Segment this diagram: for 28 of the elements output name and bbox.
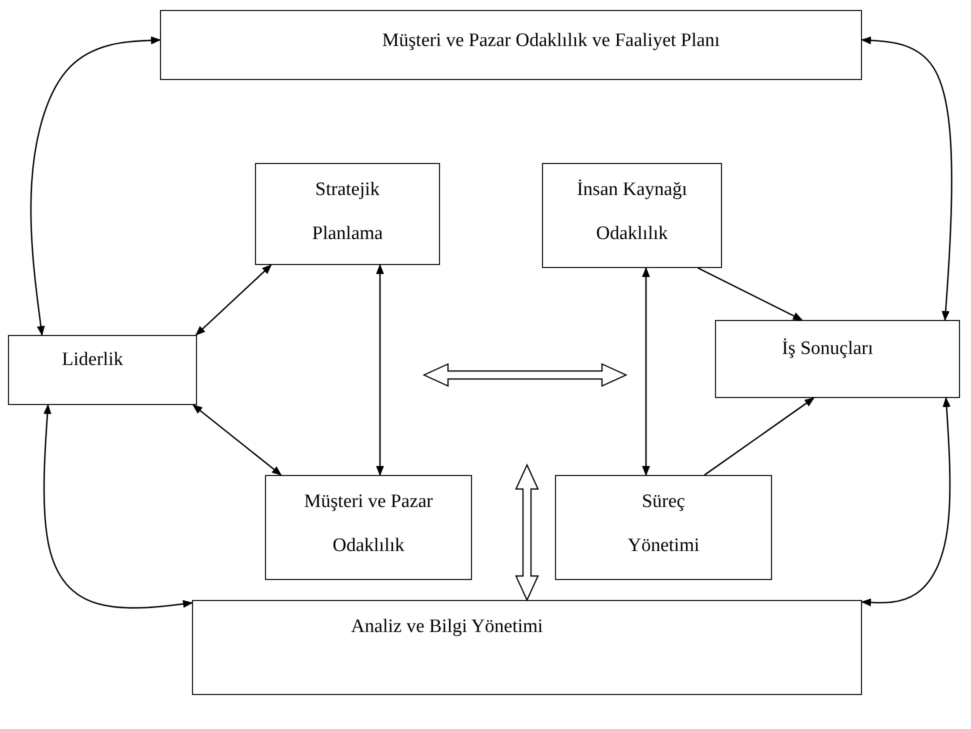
process-box bbox=[542, 163, 722, 268]
process-box bbox=[160, 10, 862, 80]
box-label: İş Sonuçları bbox=[782, 337, 874, 361]
process-box bbox=[555, 475, 772, 580]
arrow bbox=[861, 397, 951, 606]
process-box bbox=[8, 335, 197, 405]
process-box bbox=[192, 600, 862, 695]
hollow-double-arrow bbox=[422, 363, 628, 387]
box-label: Stratejik Planlama bbox=[311, 178, 384, 246]
box-label: Liderlik bbox=[62, 348, 124, 372]
arrow bbox=[704, 397, 815, 476]
hollow-double-arrow bbox=[515, 464, 539, 602]
box-label: Süreç Yönetimi bbox=[626, 490, 700, 558]
arrow bbox=[195, 264, 272, 336]
arrow bbox=[376, 264, 384, 476]
arrow bbox=[192, 404, 282, 476]
arrow bbox=[861, 36, 952, 321]
box-label: İnsan Kaynağı Odaklılık bbox=[576, 178, 688, 246]
arrow bbox=[642, 267, 650, 476]
process-box bbox=[265, 475, 472, 580]
arrow bbox=[43, 404, 193, 609]
process-box bbox=[255, 163, 440, 265]
arrow bbox=[698, 267, 803, 321]
box-label: Müşteri ve Pazar Odaklılık ve Faaliyet Planı bbox=[382, 29, 720, 53]
process-box bbox=[715, 320, 960, 398]
arrow bbox=[30, 36, 161, 336]
box-label: Müşteri ve Pazar Odaklılık bbox=[303, 490, 434, 558]
box-label: Analiz ve Bilgi Yönetimi bbox=[351, 615, 543, 639]
